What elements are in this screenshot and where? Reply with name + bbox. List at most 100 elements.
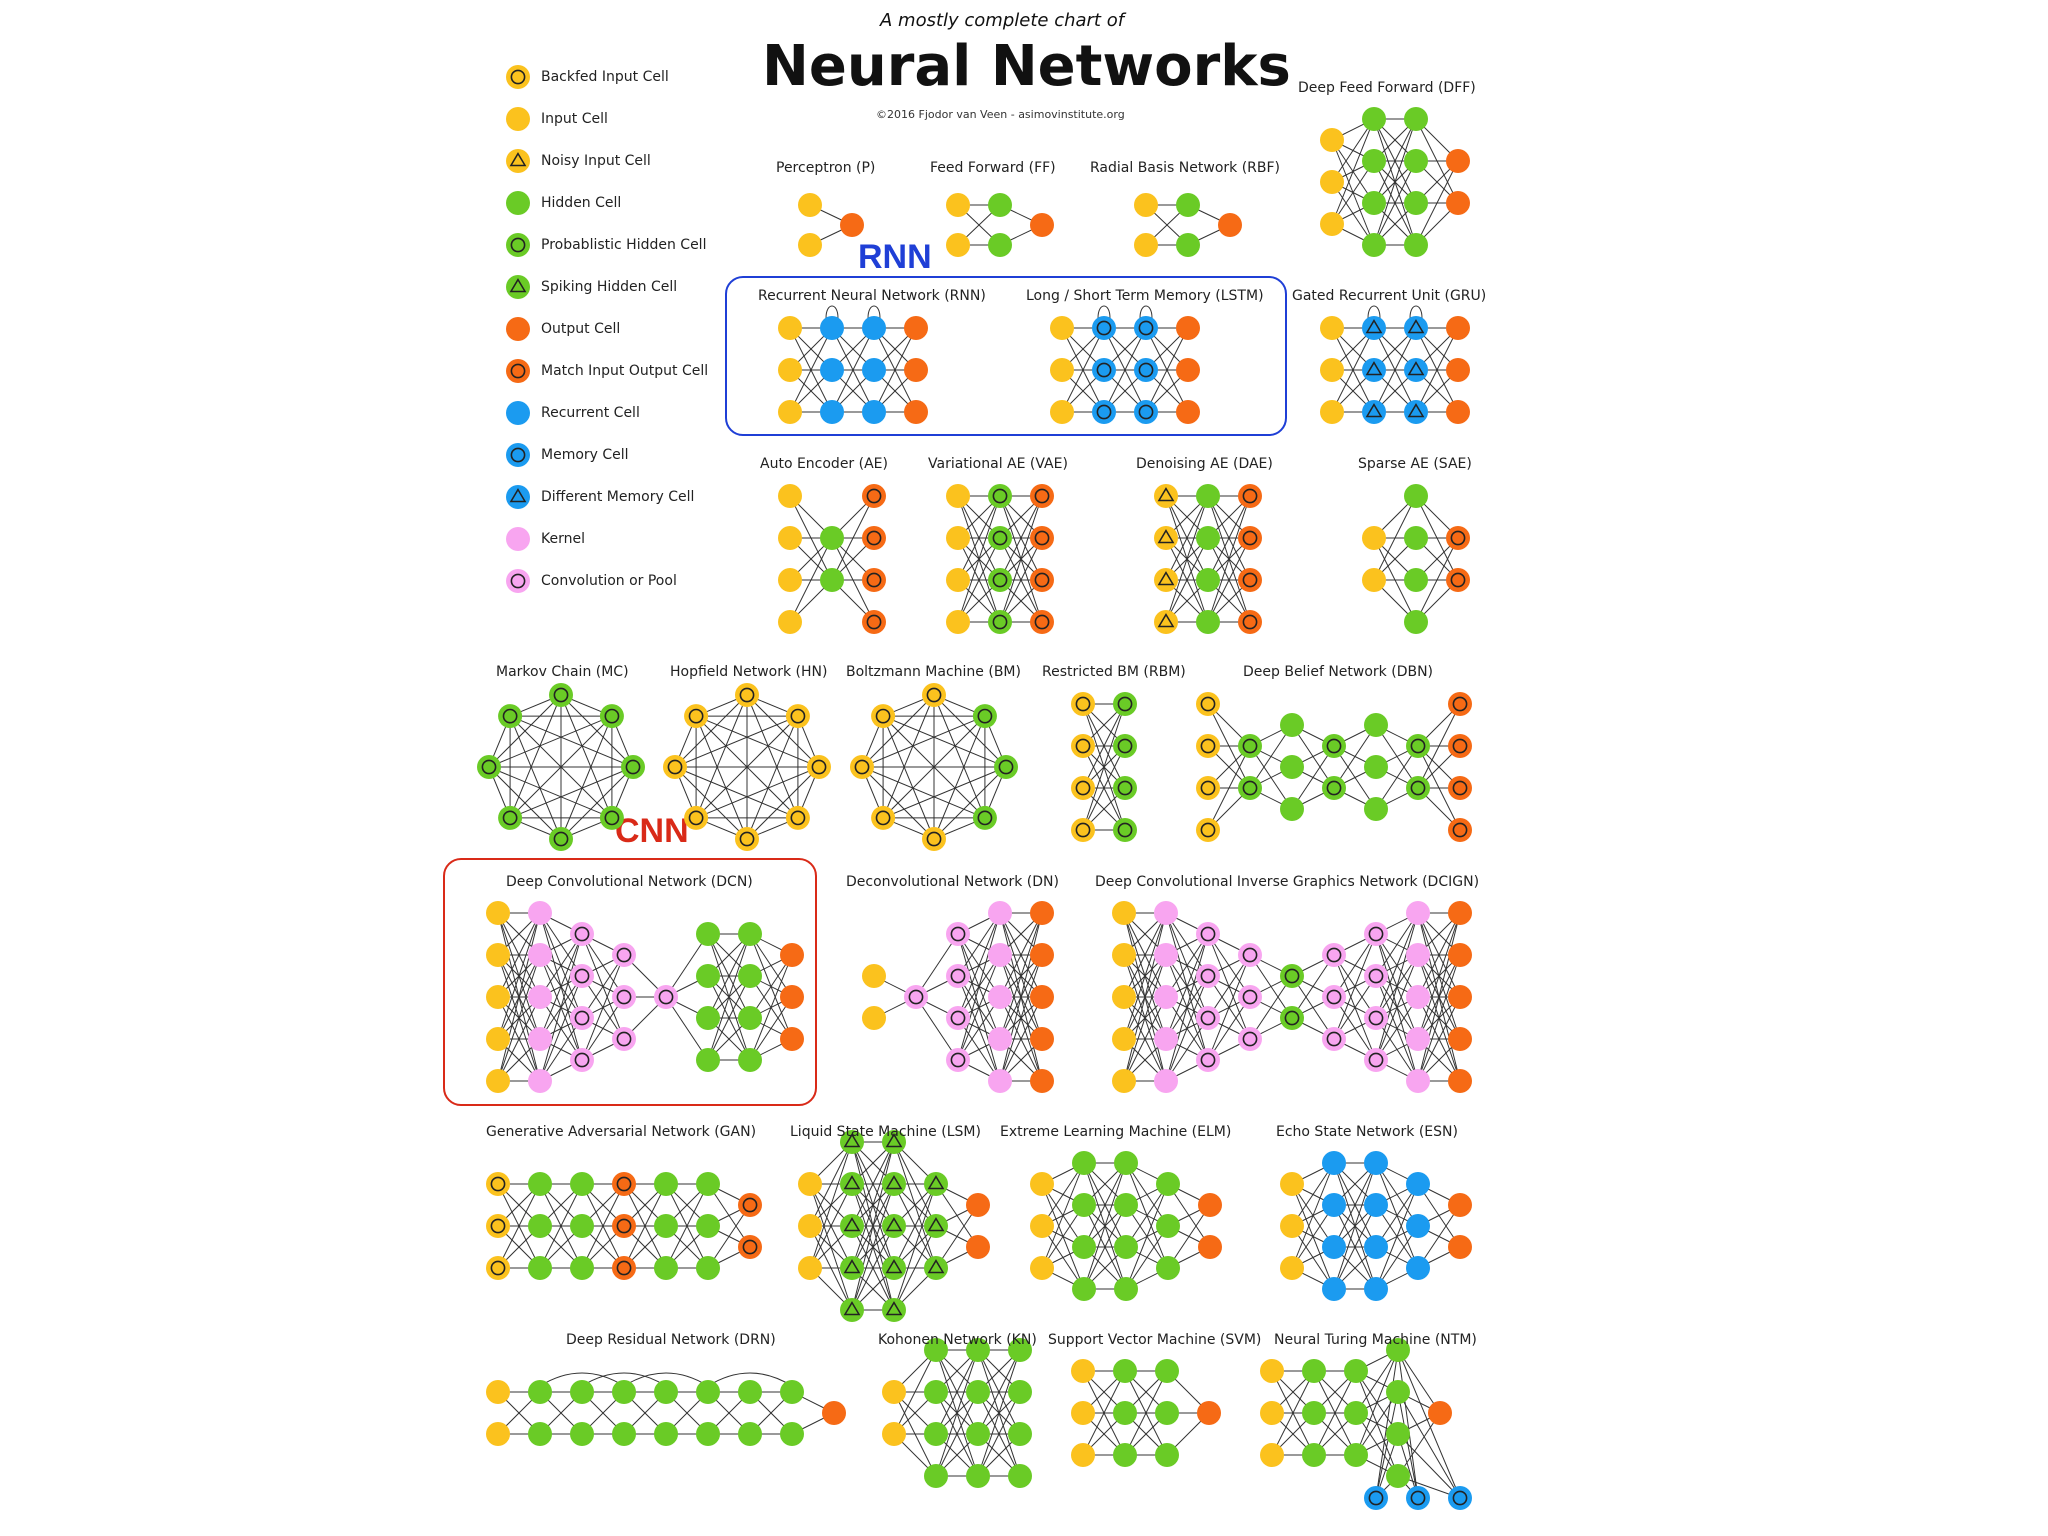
spiking-hidden-cell [506, 275, 530, 299]
recurrent-cell [1322, 1235, 1346, 1259]
output-cell [506, 317, 530, 341]
backfed-input-cell [684, 805, 709, 830]
input-cell [778, 400, 802, 424]
output-cell [780, 985, 804, 1009]
hidden-cell [966, 1380, 990, 1404]
convolution-or-pool-cell [1322, 1027, 1346, 1051]
legend-item: Spiking Hidden Cell [505, 274, 677, 300]
label-drn: Deep Residual Network (DRN) [566, 1332, 776, 1348]
input-cell [486, 943, 510, 967]
hidden-cell [1196, 610, 1220, 634]
convolution-or-pool-cell [1238, 943, 1262, 967]
convolution-or-pool-cell [570, 1006, 594, 1030]
input-cell [1320, 316, 1344, 340]
label-ntm: Neural Turing Machine (NTM) [1274, 1332, 1477, 1348]
probabilistic-hidden-cell [1238, 776, 1262, 800]
legend-label: Kernel [541, 531, 585, 547]
hidden-cell [1196, 526, 1220, 550]
legend-item: Match Input Output Cell [505, 358, 708, 384]
memory-cell [1134, 358, 1158, 382]
output-cell [1176, 358, 1200, 382]
input-cell [486, 1422, 510, 1446]
hidden-cell [1364, 755, 1388, 779]
recurrent-cell-icon [506, 401, 530, 425]
hidden-cell [1196, 568, 1220, 592]
input-cell [1260, 1401, 1284, 1425]
cnn-highlight-box [443, 858, 817, 1106]
convolution-or-pool-cell [1238, 1027, 1262, 1051]
kernel-cell [1154, 901, 1178, 925]
noisy-input-cell-icon [506, 149, 530, 173]
hidden-cell [966, 1464, 990, 1488]
support-vector-machine-diagram [1071, 1359, 1221, 1467]
recurrent-cell [820, 358, 844, 382]
spiking-hidden-cell [882, 1172, 906, 1196]
input-cell [798, 233, 822, 257]
kernel-cell [1154, 1069, 1178, 1093]
convolution-or-pool-cell [946, 1006, 970, 1030]
hidden-cell [570, 1256, 594, 1280]
hidden-cell [1386, 1380, 1410, 1404]
input-cell [1071, 1443, 1095, 1467]
hidden-cell [1113, 1443, 1137, 1467]
hidden-cell [1072, 1193, 1096, 1217]
match-input-output-cell [1030, 484, 1054, 508]
legend-item: Convolution or Pool [505, 568, 677, 594]
hopfield-network-diagram [663, 683, 831, 851]
liquid-state-machine-diagram [798, 1130, 990, 1322]
recurrent-cell [1406, 1172, 1430, 1196]
input-cell [1112, 901, 1136, 925]
legend-label: Spiking Hidden Cell [541, 279, 678, 295]
convolution-or-pool-cell [1196, 1048, 1220, 1072]
input-cell [1030, 1256, 1054, 1280]
convolution-or-pool-cell [946, 922, 970, 946]
input-cell [778, 358, 802, 382]
input-cell [798, 1172, 822, 1196]
backfed-input-cell [785, 704, 810, 729]
hidden-cell [1113, 1359, 1137, 1383]
output-cell [1448, 901, 1472, 925]
label-gru: Gated Recurrent Unit (GRU) [1292, 288, 1487, 304]
label-hn: Hopfield Network (HN) [670, 664, 828, 680]
output-cell [1176, 400, 1200, 424]
input-cell [798, 1214, 822, 1238]
different-memory-cell [1362, 316, 1386, 340]
hidden-cell [654, 1422, 678, 1446]
chart-subtitle: A mostly complete chart of [880, 10, 1125, 31]
backfed-input-cell [486, 1172, 510, 1196]
output-cell [1448, 1235, 1472, 1259]
feed-forward-diagram [946, 193, 1054, 257]
input-cell [778, 568, 802, 592]
input-cell [1320, 212, 1344, 236]
deep-convolutional-inverse-graphics-network-diagram [1112, 901, 1472, 1093]
different-memory-cell [1362, 358, 1386, 382]
output-cell [1030, 943, 1054, 967]
legend-label: Input Cell [541, 111, 608, 127]
input-cell [1280, 1214, 1304, 1238]
label-dbn: Deep Belief Network (DBN) [1243, 664, 1434, 680]
match-input-output-cell [738, 1235, 762, 1259]
label-svm: Support Vector Machine (SVM) [1048, 1332, 1262, 1348]
input-cell-icon [506, 107, 530, 131]
deep-feed-forward-diagram [1320, 107, 1470, 257]
hidden-cell [1386, 1338, 1410, 1362]
output-cell [780, 943, 804, 967]
match-input-output-cell [1448, 734, 1472, 758]
convolution-or-pool-cell [946, 964, 970, 988]
input-cell [1030, 1214, 1054, 1238]
hidden-cell [1008, 1464, 1032, 1488]
recurrent-cell [1406, 1214, 1430, 1238]
convolution-or-pool-cell [1196, 1006, 1220, 1030]
hidden-cell [924, 1338, 948, 1362]
output-cell [1198, 1193, 1222, 1217]
input-cell [1260, 1359, 1284, 1383]
output-cell [904, 400, 928, 424]
hidden-cell [696, 964, 720, 988]
backfed-input-cell [1071, 734, 1095, 758]
hidden-cell [738, 1422, 762, 1446]
hidden-cell [1386, 1464, 1410, 1488]
input-cell [1071, 1401, 1095, 1425]
legend-item: Recurrent Cell [505, 400, 640, 426]
hidden-cell [570, 1422, 594, 1446]
legend-item: Backfed Input Cell [505, 64, 669, 90]
